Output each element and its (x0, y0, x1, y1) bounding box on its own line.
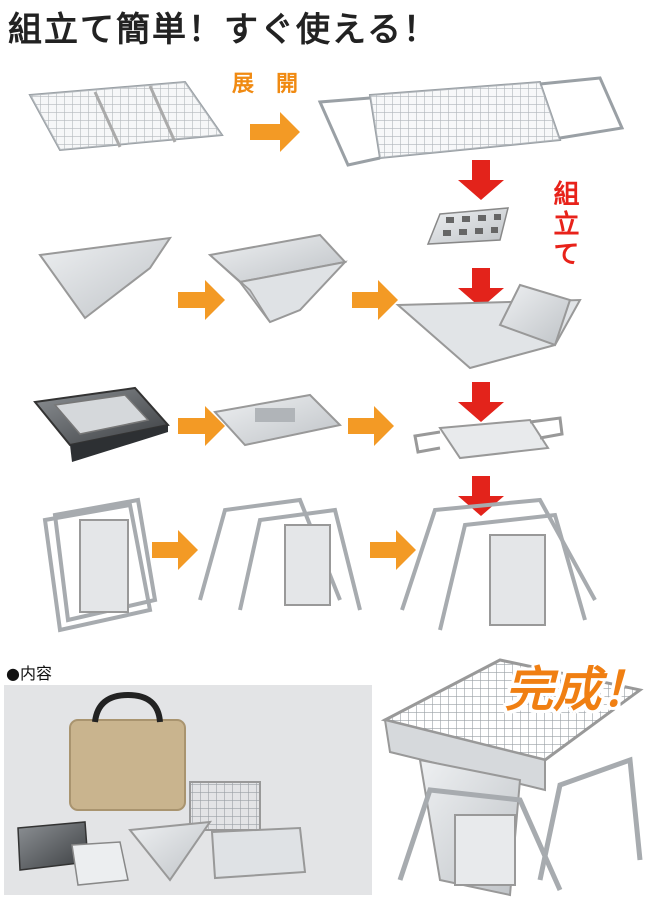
arrow-right-icon (152, 530, 198, 570)
complete-label: 完成！ (505, 662, 650, 718)
charcoal-plate (426, 207, 509, 245)
arrow-down-icon (458, 382, 504, 422)
arrow-down-icon (458, 268, 504, 308)
contents-heading: ●内容 (6, 664, 52, 683)
arrow-right-icon (178, 406, 225, 446)
arrow-right-icon (352, 280, 398, 320)
stand-plate-open (213, 393, 343, 447)
assemble-label: 組立て (549, 180, 579, 270)
unfold-label: 展 開 (232, 72, 299, 97)
completed-grill (380, 658, 644, 897)
opened-stand (400, 497, 597, 631)
arrow-right-icon (250, 112, 300, 152)
folded-grill (28, 80, 224, 152)
unfolded-grill (317, 76, 625, 167)
folded-stand (42, 497, 158, 633)
page-title: 組立て簡単！すぐ使える！ (8, 10, 439, 50)
arrow-down-icon (458, 476, 504, 516)
arrow-right-icon (348, 406, 394, 446)
folded-fire-tray (38, 236, 173, 320)
stand-plate-attached (413, 416, 564, 460)
arrow-right-icon (370, 530, 416, 570)
arrow-down-icon (458, 160, 504, 200)
arrow-right-icon (178, 280, 225, 320)
contents-photo (4, 685, 372, 895)
opened-fire-tray (207, 233, 348, 324)
half-open-stand (198, 497, 362, 611)
assembled-fire-tray (395, 283, 582, 370)
folded-stand-plate (33, 386, 170, 462)
